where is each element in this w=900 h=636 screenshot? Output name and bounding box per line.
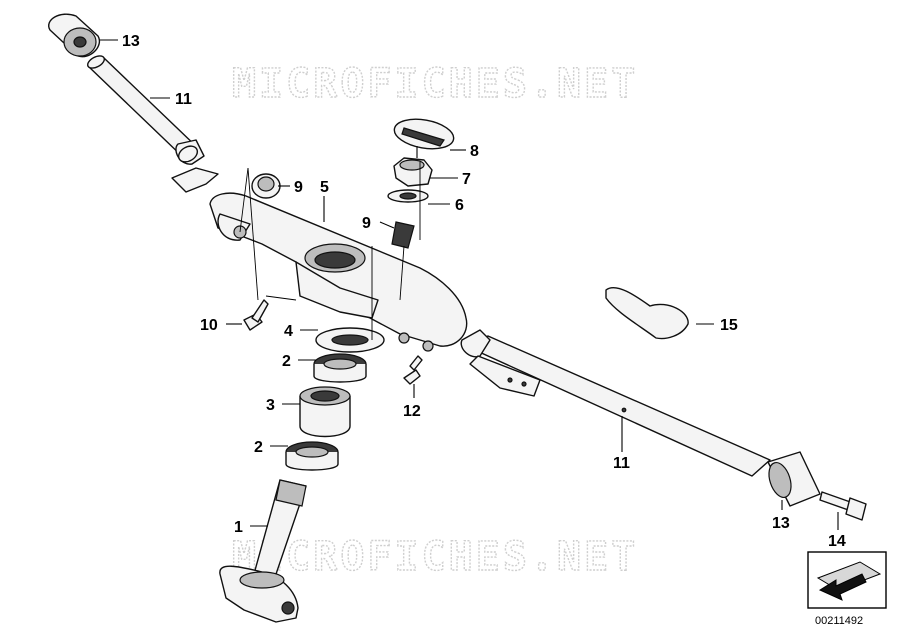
handlebar-shield — [605, 287, 689, 340]
callout-10: 10 — [200, 317, 218, 334]
rubber-cap — [251, 173, 281, 199]
bearing-sleeve-bore — [310, 390, 340, 402]
lower-bearing-side — [285, 452, 339, 471]
bolt-14-head — [845, 497, 867, 521]
left-grip-weight-bore — [73, 36, 87, 48]
right-clamp-hole-b — [521, 381, 527, 387]
fork-bridge-bolt-hole-a — [398, 332, 410, 344]
callout-13-left: 13 — [122, 33, 140, 50]
left-clamp-bracket — [171, 167, 219, 193]
lower-bearing-inner — [295, 446, 329, 458]
right-tube-collar — [460, 329, 491, 358]
callout-5: 5 — [320, 179, 329, 196]
callout-8: 8 — [470, 143, 479, 160]
callout-2-lower: 2 — [254, 439, 263, 456]
bolt-12-head — [403, 369, 421, 385]
callout-3: 3 — [266, 397, 275, 414]
steering-stem-pivot — [281, 601, 295, 615]
orientation-arrow-icon — [818, 573, 867, 601]
callout-7: 7 — [462, 171, 471, 188]
steering-stem-base-top — [239, 571, 285, 589]
bolts-left — [243, 299, 423, 385]
left-tube-end — [87, 55, 105, 69]
cover-cap-slot — [401, 127, 445, 147]
fork-bridge — [209, 192, 468, 352]
callout-11-left: 11 — [175, 91, 192, 108]
right-tube-pin-hole — [621, 407, 627, 413]
top-stack — [387, 118, 455, 249]
callout-11-right: 11 — [613, 455, 630, 472]
right-clamp-hole-a — [507, 377, 513, 383]
washer-hole — [399, 192, 417, 200]
watermark-top: MICROFICHES.NET — [232, 61, 638, 107]
callout-9-cap: 9 — [294, 179, 303, 196]
callout-12: 12 — [403, 403, 421, 420]
bearing-sleeve — [299, 396, 351, 438]
left-handlebar-assembly — [48, 13, 219, 193]
bolt-12-shank — [409, 355, 423, 371]
callout-1: 1 — [234, 519, 243, 536]
steering-column — [219, 327, 385, 623]
upper-bearing-side — [313, 364, 367, 383]
callout-4: 4 — [284, 323, 293, 340]
callout-6: 6 — [455, 197, 464, 214]
left-tube-collar-end — [177, 145, 199, 163]
right-grip-weight-face — [768, 462, 792, 498]
right-handlebar-assembly — [460, 329, 867, 521]
callout-9-pin: 9 — [362, 215, 371, 232]
callout-2-upper: 2 — [282, 353, 291, 370]
hex-nut-top — [399, 159, 425, 171]
orientation-box: 00211492 — [807, 551, 887, 627]
reference-number: 00211492 — [815, 615, 863, 627]
fork-bridge-bolt-hole-b — [422, 340, 434, 352]
callout-numbers: 13 11 9 5 8 7 6 9 10 4 2 3 2 12 15 11 13… — [122, 33, 846, 550]
steering-stem-spline — [275, 479, 307, 507]
watermark-bottom: MICROFICHES.NET — [232, 534, 638, 580]
dust-seal-hole — [331, 334, 369, 346]
fork-bridge-bore-inner — [314, 251, 356, 269]
callout-13-right: 13 — [772, 515, 790, 532]
rubber-cap-top — [257, 176, 275, 192]
threaded-pin — [391, 221, 415, 249]
bolt-10-shank — [251, 299, 269, 323]
upper-bearing-inner — [323, 358, 357, 370]
leader-lines — [100, 39, 839, 530]
callout-15: 15 — [720, 317, 738, 334]
callout-14: 14 — [828, 533, 846, 550]
